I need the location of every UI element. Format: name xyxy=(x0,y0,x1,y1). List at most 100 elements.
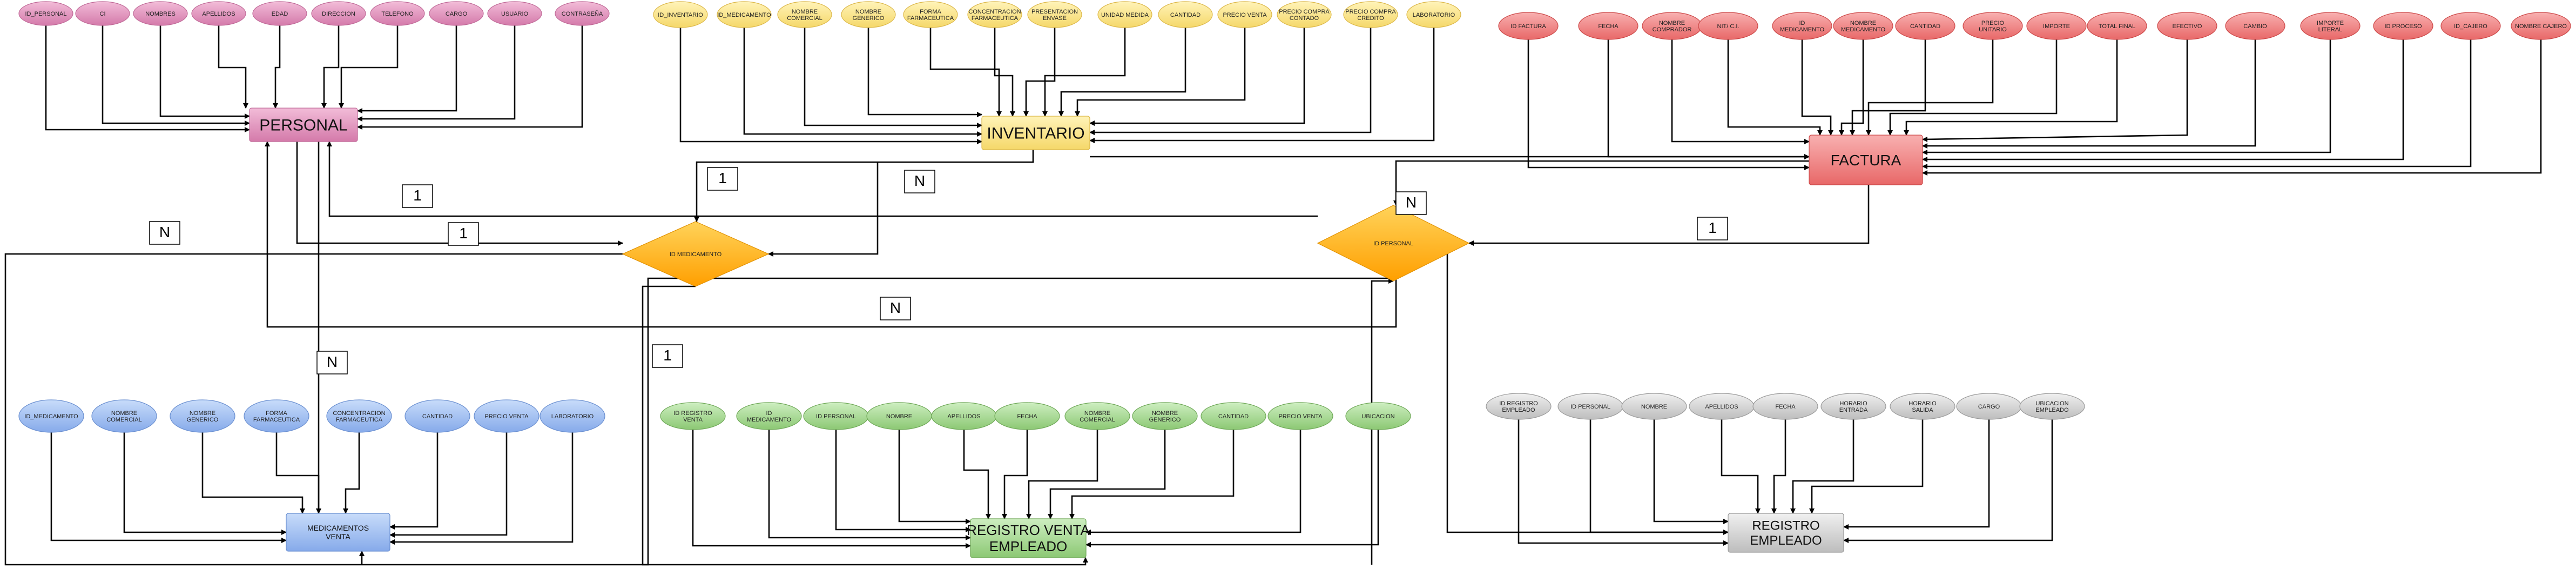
connector xyxy=(994,28,1015,117)
attribute-inventario[interactable]: PRECIO VENTA xyxy=(1217,1,1272,28)
attribute-factura[interactable]: TOTAL FINAL xyxy=(2087,12,2147,40)
attribute-inventario[interactable]: CANTIDAD xyxy=(1158,1,1213,28)
attribute-factura[interactable]: IMPORTE xyxy=(2026,12,2087,40)
attribute-registro-venta-empleado-shape xyxy=(994,402,1060,430)
entity-personal[interactable]: PERSONAL xyxy=(249,108,358,142)
attribute-inventario-shape xyxy=(841,1,896,28)
attribute-inventario-label-line: FARMACEUTICA xyxy=(972,15,1019,22)
attribute-registro-empleado[interactable]: NOMBRE xyxy=(1621,393,1687,420)
attribute-registro-empleado[interactable]: CARGO xyxy=(1956,393,2022,420)
entity-registro-venta-empleado-box xyxy=(970,518,1087,558)
attribute-personal[interactable]: CARGO xyxy=(429,1,484,26)
attribute-registro-venta-empleado[interactable]: ID PERSONAL xyxy=(803,402,869,430)
attribute-medicamentos-venta[interactable]: PRECIO VENTA xyxy=(474,399,540,433)
attribute-factura-label-line: MEDICAMENTO xyxy=(1841,26,1886,33)
attribute-registro-empleado-shape xyxy=(1621,393,1687,420)
entity-inventario[interactable]: INVENTARIO xyxy=(981,116,1090,150)
attribute-registro-empleado-label-line: UBICACION xyxy=(2035,400,2068,407)
attribute-personal-label: CARGO xyxy=(446,11,468,17)
attribute-personal[interactable]: TELEFONO xyxy=(370,1,425,26)
attribute-factura[interactable]: NIT/ C.I. xyxy=(1698,12,1758,40)
attribute-personal-shape xyxy=(311,1,366,26)
attribute-registro-venta-empleado[interactable]: PRECIO VENTA xyxy=(1267,402,1333,430)
relationship-line xyxy=(296,142,623,246)
attribute-factura-label: EFECTIVO xyxy=(2172,23,2202,30)
attribute-medicamentos-venta[interactable]: ID_MEDICAMENTO xyxy=(18,399,84,433)
connector xyxy=(1089,28,1435,143)
connector xyxy=(102,25,250,126)
attribute-personal-shape xyxy=(18,1,73,26)
attribute-factura[interactable]: NOMBRE CAJERO xyxy=(2511,12,2571,40)
attribute-personal[interactable]: CONTRASEÑA xyxy=(555,1,610,26)
attribute-factura[interactable]: FECHA xyxy=(1578,12,1638,40)
attribute-inventario[interactable]: LABORATORIO xyxy=(1406,1,1461,28)
attribute-factura[interactable]: ID_CAJERO xyxy=(2440,12,2501,40)
attribute-medicamentos-venta[interactable]: LABORATORIO xyxy=(540,399,605,433)
attribute-factura[interactable]: CAMBIO xyxy=(2225,12,2285,40)
attribute-registro-empleado-shape xyxy=(1486,393,1552,420)
attribute-registro-venta-empleado[interactable]: APELLIDOS xyxy=(931,402,997,430)
attribute-personal[interactable]: APELLIDOS xyxy=(191,1,246,26)
attribute-inventario[interactable]: UNIDAD MEDIDA xyxy=(1097,1,1152,28)
attribute-factura[interactable]: CANTIDAD xyxy=(1895,12,1955,40)
attribute-factura[interactable]: ID PROCESO xyxy=(2373,12,2433,40)
cardinality-label: N xyxy=(316,351,348,374)
attribute-personal[interactable]: ID_PERSONAL xyxy=(18,1,73,26)
attribute-registro-venta-empleado-label-line: NOMBRE xyxy=(1152,410,1178,417)
attribute-inventario-shape xyxy=(1277,1,1332,28)
relationship-id-medicamento[interactable]: ID MEDICAMENTO xyxy=(622,221,770,287)
attribute-registro-venta-empleado-label-line: COMERCIAL xyxy=(1080,417,1115,423)
attribute-medicamentos-venta[interactable]: CANTIDAD xyxy=(404,399,470,433)
attribute-personal[interactable]: USUARIO xyxy=(487,1,542,26)
attribute-registro-empleado[interactable]: FECHA xyxy=(1752,393,1818,420)
attribute-factura[interactable]: ID FACTURA xyxy=(1498,12,1559,40)
attribute-factura[interactable]: EFECTIVO xyxy=(2157,12,2217,40)
attribute-registro-venta-empleado[interactable]: NOMBRE xyxy=(866,402,932,430)
connector xyxy=(1589,419,1729,535)
entity-factura[interactable]: FACTURA xyxy=(1809,135,1923,185)
attribute-registro-venta-empleado[interactable]: FECHA xyxy=(994,402,1060,430)
attribute-personal[interactable]: DIRECCION xyxy=(311,1,366,26)
attribute-registro-empleado[interactable]: APELLIDOS xyxy=(1689,393,1755,420)
attribute-inventario[interactable]: ID_MEDICAMENTO xyxy=(717,1,772,28)
attribute-personal-shape xyxy=(370,1,425,26)
attribute-personal[interactable]: CI xyxy=(75,1,130,26)
attribute-personal[interactable]: EDAD xyxy=(252,1,307,26)
attribute-personal[interactable]: NOMBRES xyxy=(133,1,188,26)
relationship-id-personal[interactable]: ID PERSONAL xyxy=(1317,205,1470,282)
attribute-registro-empleado[interactable]: ID PERSONAL xyxy=(1557,393,1623,420)
connector xyxy=(1866,39,1994,136)
cardinality-text: N xyxy=(890,299,901,316)
cardinality-label: N xyxy=(904,170,935,193)
attribute-registro-venta-empleado[interactable]: CANTIDAD xyxy=(1201,402,1266,430)
attribute-inventario[interactable]: ID_INVENTARIO xyxy=(653,1,708,28)
attribute-registro-venta-empleado[interactable]: UBICACION xyxy=(1345,402,1411,430)
